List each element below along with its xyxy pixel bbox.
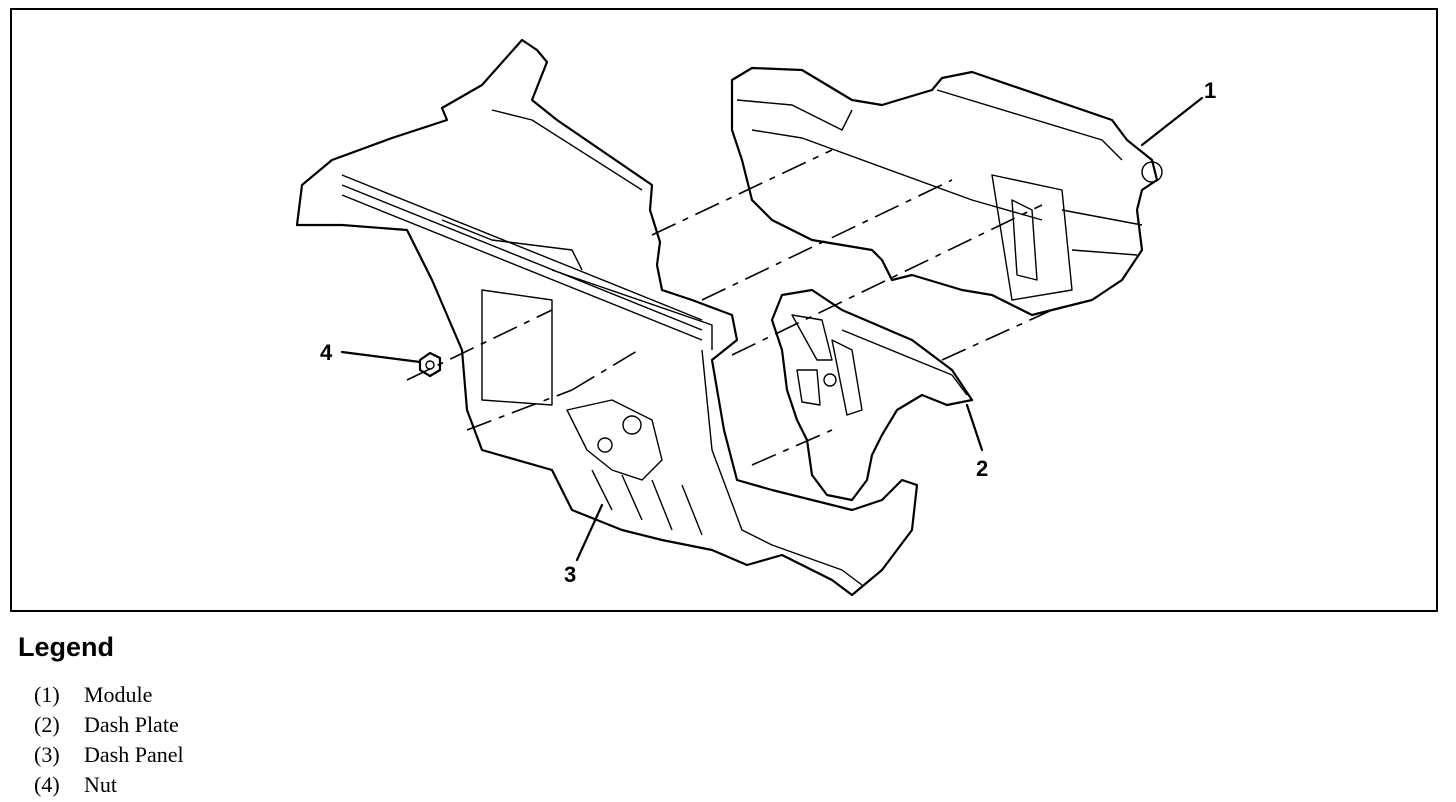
callout-3: 3 [564,562,576,587]
leader-lines [340,96,1204,562]
hvac-module [730,66,1163,317]
callout-4: 4 [320,340,333,365]
legend-item: (1) Module [34,680,184,710]
callout-1: 1 [1204,78,1216,103]
legend-item-label: Dash Panel [84,742,184,767]
dash-panel [295,38,919,597]
legend-item-label: Nut [84,772,117,797]
diagram-frame: 1 2 3 4 [10,8,1438,612]
legend-item-number: (3) [34,742,60,767]
legend-item-number: (2) [34,712,60,737]
legend-item-number: (1) [34,682,60,707]
legend-item-label: Dash Plate [84,712,179,737]
callout-2: 2 [976,456,988,481]
alignment-lines [406,149,1053,466]
legend-item-number: (4) [34,772,60,797]
legend-item-label: Module [84,682,153,707]
legend-item: (3) Dash Panel [34,740,184,770]
legend-list: (1) Module (2) Dash Plate (3) Dash Panel (4… [34,680,184,800]
legend-title: Legend [18,632,115,662]
legend-item: (4) Nut [34,770,184,800]
exploded-view-illustration: 1 2 3 4 [295,38,1216,597]
dash-plate [770,288,974,502]
legend-item: (2) Dash Plate [34,710,184,740]
